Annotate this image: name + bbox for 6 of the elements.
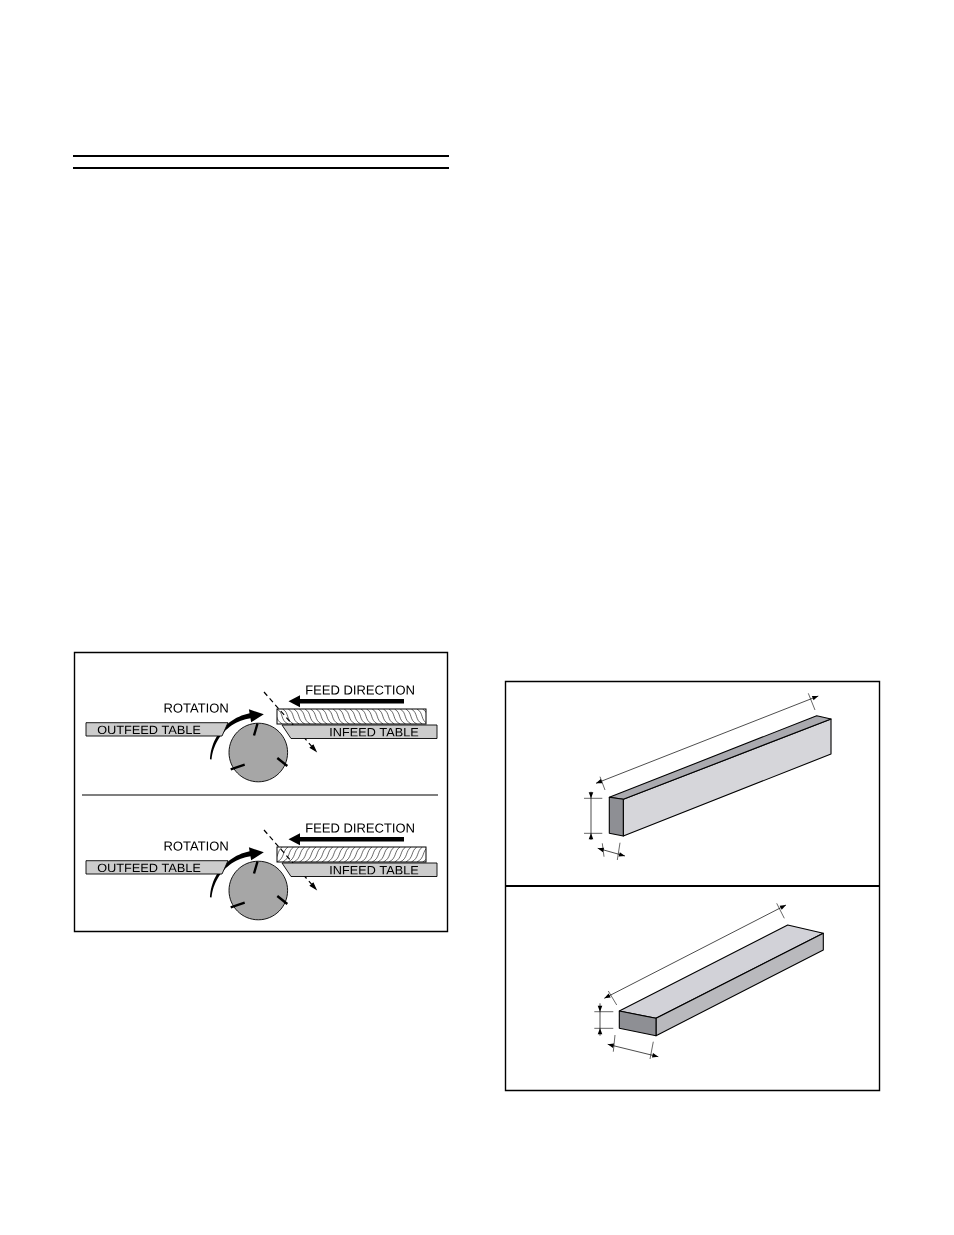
- table-band: OUTFEED TABLE: [85, 722, 229, 737]
- table-band: INFEED TABLE: [281, 862, 438, 877]
- table-band: INFEED TABLE: [281, 724, 438, 739]
- arrow-label: FEED DIRECTION: [306, 823, 414, 833]
- table-band: OUTFEED TABLE: [85, 860, 229, 875]
- arrow-label: FEED DIRECTION: [306, 685, 414, 695]
